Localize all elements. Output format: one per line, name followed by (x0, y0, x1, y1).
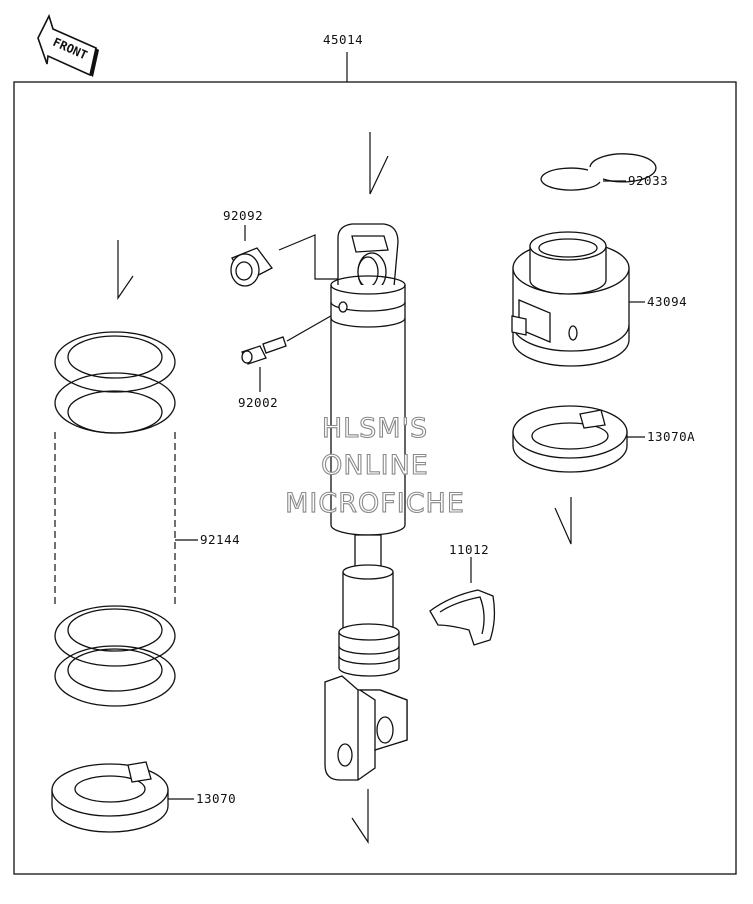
watermark-line3: MICROFICHE (285, 488, 465, 519)
part-92092-bushing (230, 247, 273, 287)
part-43094-adjuster (511, 231, 630, 367)
front-arrow-icon: FRONT (37, 13, 99, 77)
label-13070A: 13070A (647, 429, 695, 444)
leader-92092-link (278, 234, 340, 280)
part-45014-shock-body (324, 223, 408, 781)
label-43094: 43094 (647, 294, 687, 309)
watermark-line2: ONLINE (321, 450, 429, 481)
leader-92002-link (286, 312, 337, 342)
assembly-number: 45014 (323, 32, 363, 47)
part-92033-snap-ring (540, 153, 657, 191)
label-92033: 92033 (628, 173, 668, 188)
watermark-line1: HLSM'S (322, 413, 428, 444)
part-13070A-spring-seat (512, 405, 628, 473)
part-92002-bolt (241, 336, 287, 365)
break-marks (117, 132, 572, 844)
label-11012: 11012 (449, 542, 489, 557)
part-92144-spring (54, 331, 176, 707)
label-92144: 92144 (200, 532, 240, 547)
label-92092: 92092 (223, 208, 263, 223)
part-13070-spring-seat (51, 761, 169, 833)
label-13070: 13070 (196, 791, 236, 806)
part-11012-clip (429, 589, 496, 646)
assembly-frame (13, 81, 737, 875)
label-92002: 92002 (238, 395, 278, 410)
